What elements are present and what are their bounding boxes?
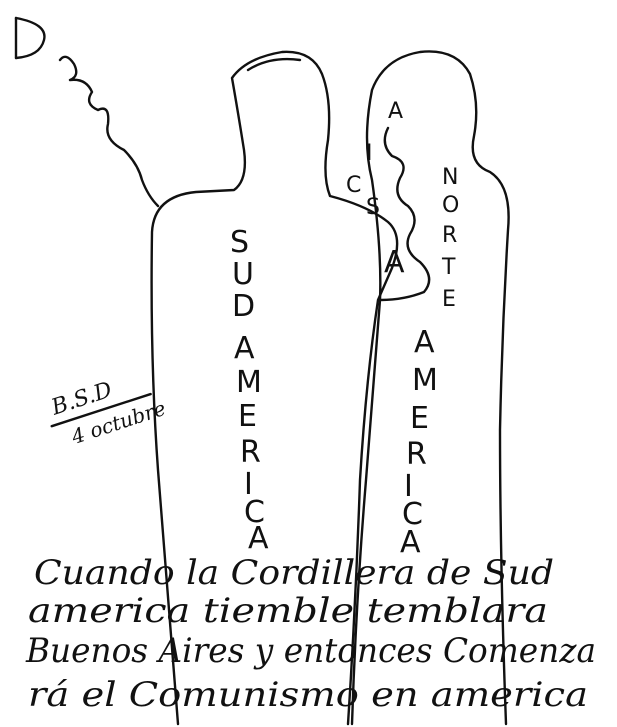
caption-line2: america tiemble temblara <box>28 591 548 631</box>
norte-letters: N O R T E <box>441 165 459 312</box>
wavy-line <box>60 57 158 206</box>
caption-line3: Buenos Aires y entonces Comenza <box>25 631 596 671</box>
sud-america-letters: S U D A M E R I C A <box>230 225 269 556</box>
north-america-letter: R <box>406 437 427 472</box>
america-letter: A <box>234 331 255 366</box>
america-letter: A <box>248 521 269 556</box>
sud-letter: U <box>232 257 254 292</box>
norte-letter: N <box>442 165 458 190</box>
north-america-letter: E <box>410 401 429 436</box>
central-letter: I <box>366 141 373 166</box>
norte-letter: O <box>442 193 459 218</box>
side-note: B.S.D 4 octubre <box>43 364 169 454</box>
north-america-letter: A <box>414 325 435 360</box>
caption-line4: rá el Comunismo en america <box>28 675 588 715</box>
central-letter: S <box>366 195 380 220</box>
america-letter: R <box>240 435 261 470</box>
america-letter: M <box>236 365 262 400</box>
norte-letter: R <box>442 223 457 248</box>
caption: Cuando la Cordillera de Sud america tiem… <box>25 553 596 715</box>
sud-letter: D <box>232 289 255 324</box>
north-america-letter: M <box>412 363 438 398</box>
norte-letter: T <box>441 255 456 280</box>
central-letter: A <box>384 245 405 280</box>
sud-letter: S <box>230 225 249 260</box>
north-america-letters: A M E R I C A <box>400 325 438 560</box>
figure-label-d <box>16 18 44 58</box>
central-letter: A <box>388 99 403 124</box>
central-letter: C <box>346 173 361 198</box>
caption-line1: Cuando la Cordillera de Sud <box>34 553 554 593</box>
norte-letter: E <box>442 287 456 312</box>
america-letter: E <box>238 399 257 434</box>
